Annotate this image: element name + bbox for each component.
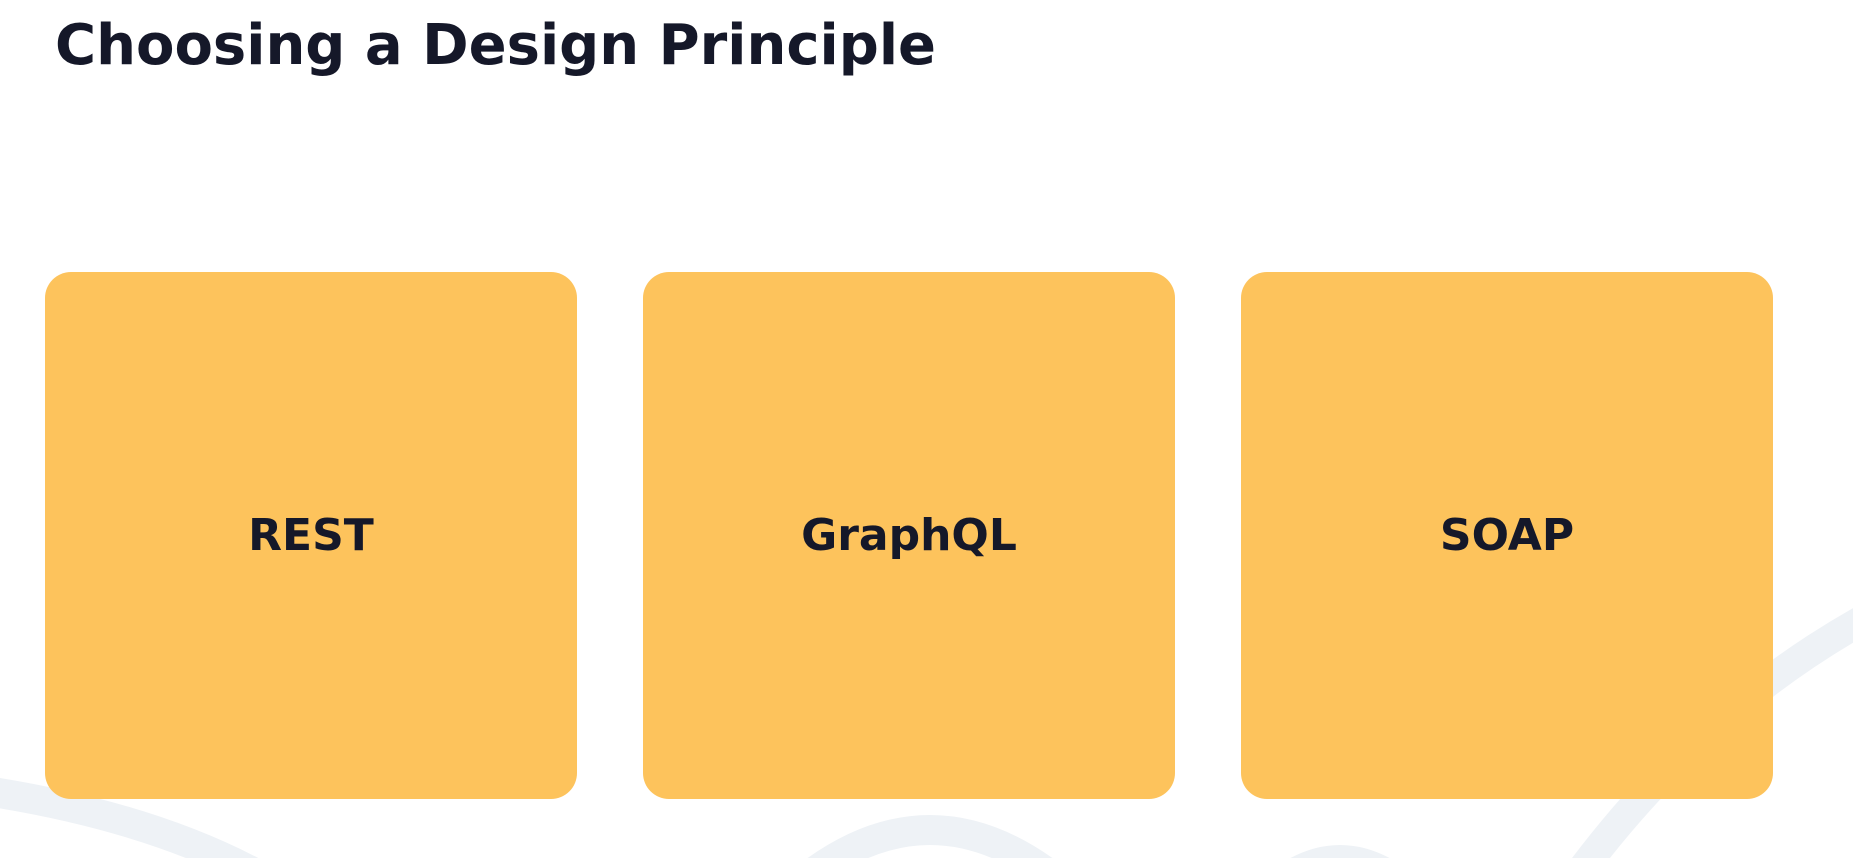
- card-graphql[interactable]: GraphQL: [643, 272, 1175, 799]
- decor-arc-center: [807, 815, 1053, 858]
- page-title: Choosing a Design Principle: [55, 13, 936, 78]
- card-soap-label: SOAP: [1439, 510, 1575, 561]
- card-rest-label: REST: [248, 510, 374, 561]
- card-soap[interactable]: SOAP: [1241, 272, 1773, 799]
- card-graphql-label: GraphQL: [801, 510, 1017, 561]
- decor-arc-left: [0, 777, 259, 858]
- card-rest[interactable]: REST: [45, 272, 577, 799]
